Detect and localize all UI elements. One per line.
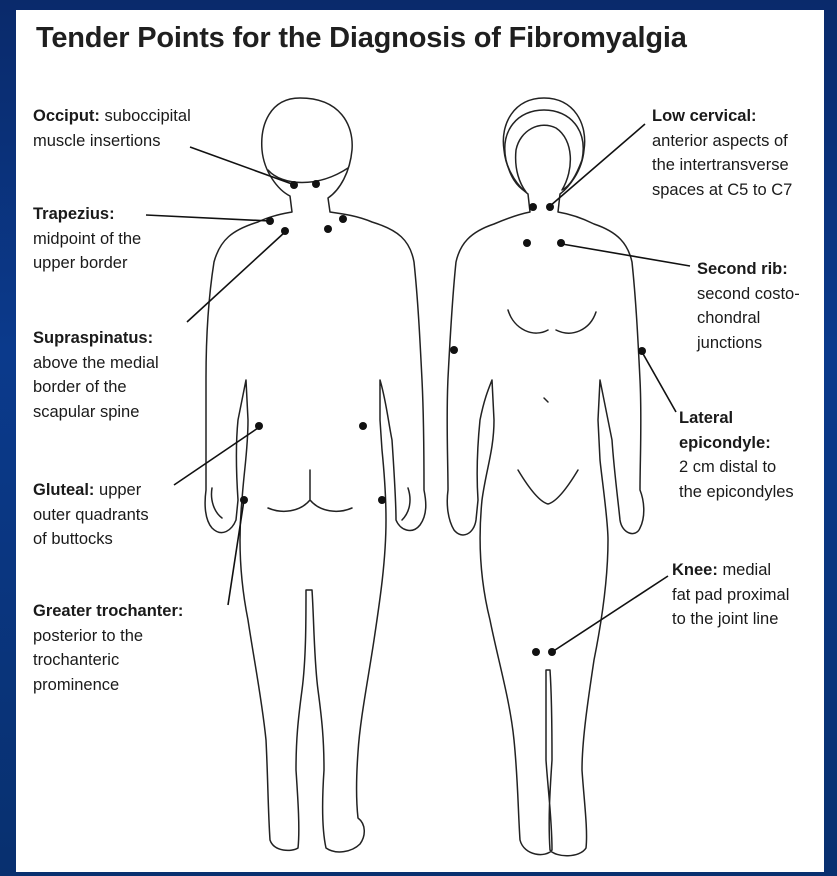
leader-supraspinatus bbox=[187, 232, 285, 322]
leader-trapezius bbox=[146, 215, 270, 221]
point-supraspinatus-right bbox=[324, 225, 332, 233]
tender-points bbox=[240, 180, 646, 656]
point-epicondyle-left bbox=[450, 346, 458, 354]
front-chest-right bbox=[556, 312, 596, 333]
front-view-figure bbox=[447, 98, 644, 856]
point-gluteal-right bbox=[359, 422, 367, 430]
point-gluteal-left bbox=[255, 422, 263, 430]
point-low-cervical-right bbox=[546, 203, 554, 211]
point-supraspinatus-left bbox=[281, 227, 289, 235]
front-pelvis bbox=[518, 470, 578, 504]
point-occiput-right bbox=[312, 180, 320, 188]
leader-lateral-epicondyle bbox=[642, 352, 676, 412]
back-left-hand bbox=[211, 488, 222, 518]
front-navel bbox=[544, 398, 548, 402]
leader-occiput bbox=[190, 147, 292, 184]
leader-knee bbox=[552, 576, 668, 652]
point-knee-left bbox=[532, 648, 540, 656]
leader-lines bbox=[146, 124, 690, 652]
back-right-hand bbox=[402, 488, 410, 520]
point-second-rib-right bbox=[557, 239, 565, 247]
back-view-figure bbox=[205, 98, 426, 852]
front-hair bbox=[505, 110, 583, 192]
point-epicondyle-right bbox=[638, 347, 646, 355]
front-chest-left bbox=[508, 310, 548, 333]
point-trapezius-right bbox=[339, 215, 347, 223]
point-trapezius-left bbox=[266, 217, 274, 225]
point-second-rib-left bbox=[523, 239, 531, 247]
point-trochanter-right bbox=[378, 496, 386, 504]
back-head bbox=[205, 98, 426, 852]
point-knee-right bbox=[548, 648, 556, 656]
front-body bbox=[447, 98, 644, 856]
point-trochanter-left bbox=[240, 496, 248, 504]
point-occiput-left bbox=[290, 181, 298, 189]
back-buttock-crease bbox=[268, 470, 352, 511]
point-low-cervical-left bbox=[529, 203, 537, 211]
